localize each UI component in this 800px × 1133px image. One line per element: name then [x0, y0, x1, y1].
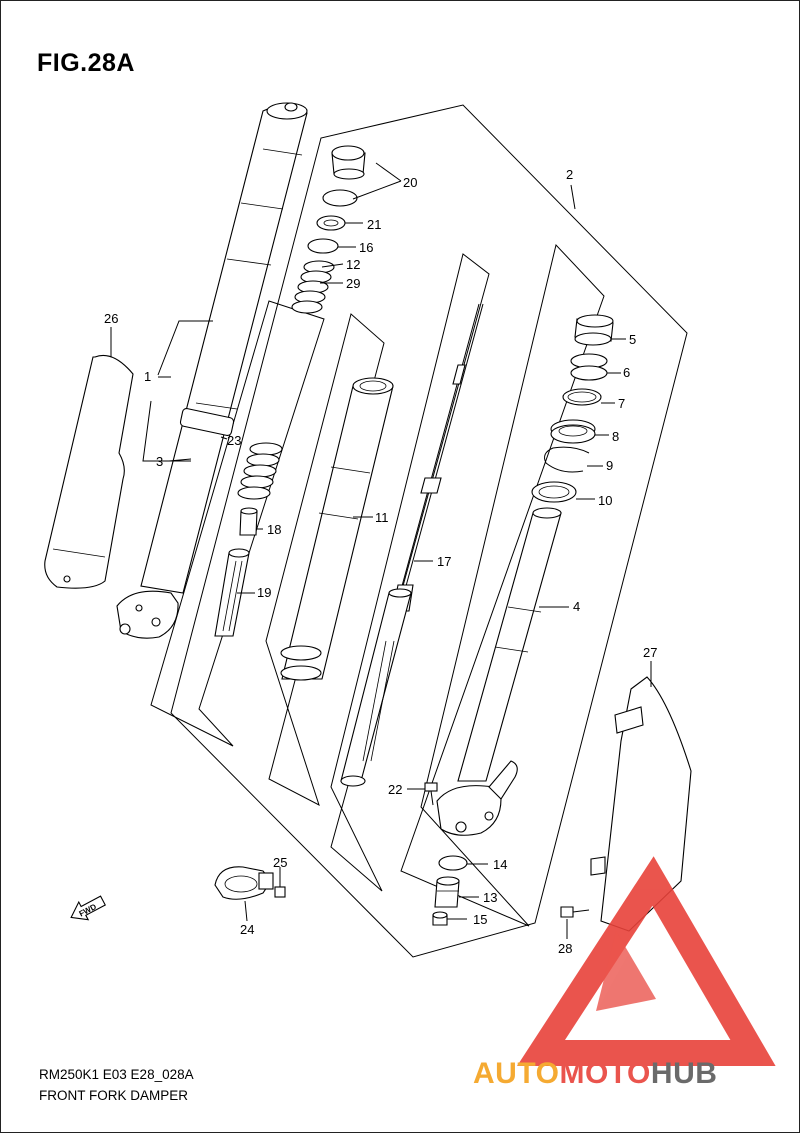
callout-10: 10 — [598, 493, 612, 508]
callout-9: 9 — [606, 458, 613, 473]
callout-23: 23 — [227, 433, 241, 448]
ring-part-16 — [307, 238, 339, 254]
base-valve-part-13 — [434, 876, 460, 908]
callout-21: 21 — [367, 217, 381, 232]
guide-part-19 — [214, 548, 250, 637]
callout-2: 2 — [566, 167, 573, 182]
inner-tube-frame — [400, 243, 605, 927]
callout-8: 8 — [612, 429, 619, 444]
outer-tube-part-1 — [116, 102, 308, 639]
spring-part-12 — [291, 260, 335, 314]
watermark-logo: AUTOMOTOHUB — [473, 856, 776, 1090]
callout-16: 16 — [359, 240, 373, 255]
washer-part-7-inner — [567, 391, 597, 403]
callout-6: 6 — [623, 365, 630, 380]
callout-numbers: 1 2 3 4 5 6 7 8 9 10 11 12 13 14 15 16 1… — [104, 167, 657, 956]
callout-14: 14 — [493, 857, 507, 872]
callout-26: 26 — [104, 311, 118, 326]
washer-part-7 — [562, 388, 602, 406]
clamp-part-24 — [214, 866, 274, 900]
callout-12: 12 — [346, 257, 360, 272]
bushing-part-5 — [574, 314, 614, 346]
leader-lines — [110, 162, 652, 939]
callout-17: 17 — [437, 554, 451, 569]
oil-seal-part-8 — [550, 419, 596, 444]
watermark-auto: AUTO — [473, 1057, 559, 1090]
fork-guard-part-26 — [44, 354, 134, 589]
callout-1: 1 — [144, 369, 151, 384]
callout-11: 11 — [375, 510, 389, 525]
dust-seal-part-10 — [531, 481, 577, 503]
inner-tube-part-4 — [436, 507, 562, 836]
callout-18: 18 — [267, 522, 281, 537]
callout-27: 27 — [643, 645, 657, 660]
diagram-name: FRONT FORK DAMPER — [39, 1088, 189, 1103]
callout-25: 25 — [273, 855, 287, 870]
callout-29: 29 — [346, 276, 360, 291]
watermark-hub: HUB — [651, 1057, 718, 1090]
model-code: RM250K1 E03 E28_028A — [39, 1067, 194, 1082]
washer-part-21 — [316, 215, 346, 231]
bolt-part-15 — [432, 911, 448, 926]
damper-cylinder-part-11 — [280, 377, 394, 681]
figure-title: FIG.28A — [37, 49, 135, 77]
callout-22: 22 — [388, 782, 402, 797]
callout-3: 3 — [156, 454, 163, 469]
damper-rod-part-17 — [340, 303, 484, 787]
collar-part-18 — [239, 507, 258, 536]
callout-15: 15 — [473, 912, 487, 927]
callout-28: 28 — [558, 941, 572, 956]
washer-inner-21 — [323, 219, 339, 227]
callout-24: 24 — [240, 922, 254, 937]
callout-20: 20 — [403, 175, 417, 190]
watermark-inner-mark-icon — [596, 931, 656, 1011]
spring-part-29 — [237, 442, 283, 500]
o-ring-part-14 — [438, 855, 468, 871]
bolt-part-22 — [424, 782, 438, 806]
fork-guard-part-27 — [590, 676, 692, 932]
spring-group-frame — [150, 300, 325, 747]
callout-19: 19 — [257, 585, 271, 600]
bushing-part-6 — [570, 353, 608, 381]
callout-13: 13 — [483, 890, 497, 905]
callout-7: 7 — [618, 396, 625, 411]
watermark-triangle-icon — [517, 856, 776, 1066]
clip-part-9 — [544, 446, 590, 473]
bolt-part-25 — [274, 877, 286, 898]
forward-direction-arrow: FWD — [70, 895, 106, 921]
watermark-moto: MOTO — [559, 1057, 650, 1090]
watermark-text: AUTOMOTOHUB — [473, 1057, 717, 1090]
assembly-2-frame — [170, 104, 688, 958]
callout-4: 4 — [573, 599, 580, 614]
callout-5: 5 — [629, 332, 636, 347]
bolt-part-28 — [560, 906, 590, 918]
